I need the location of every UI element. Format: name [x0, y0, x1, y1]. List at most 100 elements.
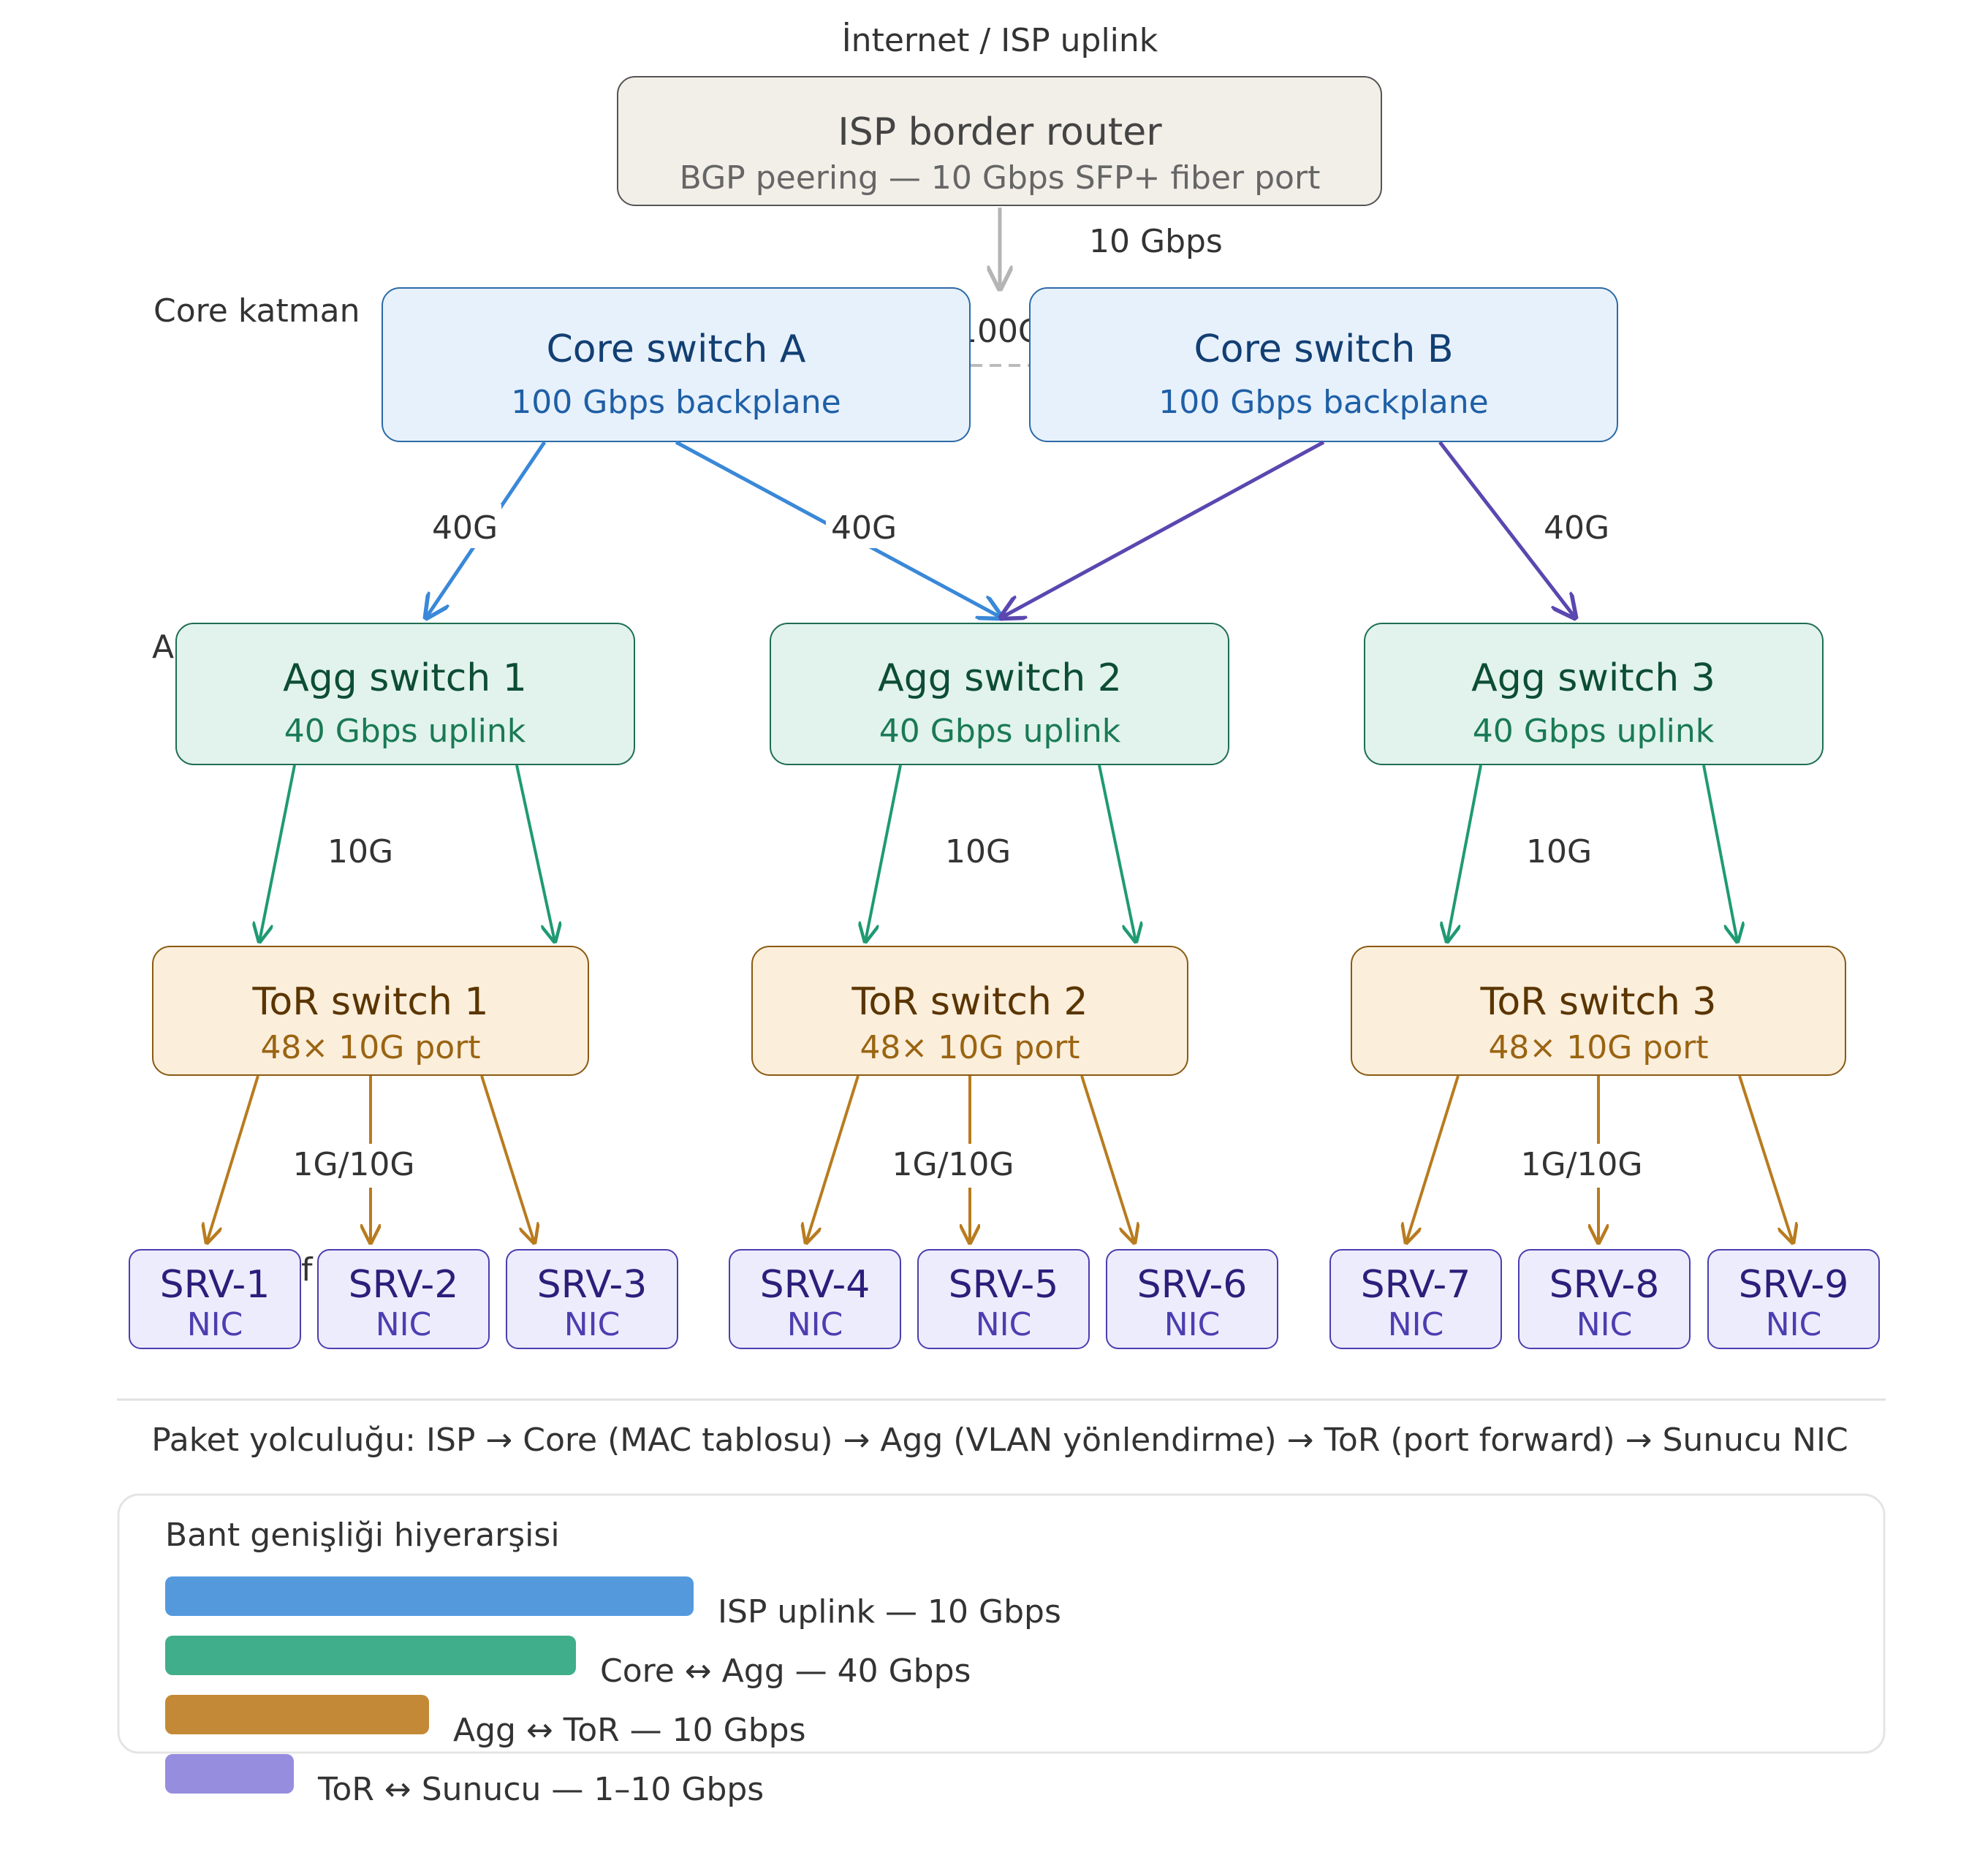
bandwidth-bar-core-agg	[165, 1636, 576, 1675]
tor-3-link-label: 1G/10G	[1521, 1146, 1643, 1183]
server-nic-label: NIC	[1577, 1306, 1633, 1343]
server-card-box	[1106, 1249, 1278, 1349]
server-name: SRV-7	[1361, 1263, 1471, 1307]
core-switch-a-subtitle: 100 Gbps backplane	[511, 384, 841, 421]
server-card-box	[917, 1249, 1090, 1349]
bandwidth-legend-title: Bant genişliği hiyerarşisi	[165, 1517, 560, 1554]
link-tor-3-srv-9	[1738, 1075, 1793, 1242]
server-row: SRV-1NICSRV-2NICSRV-3NICSRV-4NICSRV-5NIC…	[129, 1249, 1880, 1349]
tor-switch-1[interactable]: ToR switch 1 48× 10G port	[152, 946, 589, 1076]
agg-switch-1-subtitle: 40 Gbps uplink	[284, 713, 526, 750]
label-bg	[1517, 1144, 1648, 1188]
isp-title: ISP border router	[838, 110, 1162, 154]
server-nic-label: NIC	[1766, 1306, 1822, 1343]
uplink-label: İnternet / ISP uplink	[842, 21, 1158, 59]
core-tier-label: Core katman	[153, 292, 360, 330]
server-nic-label: NIC	[564, 1306, 621, 1343]
server-nic-label: NIC	[787, 1306, 843, 1343]
label-bg	[289, 1144, 420, 1188]
agg-switch-3-subtitle: 40 Gbps uplink	[1473, 713, 1715, 750]
server-card-box	[317, 1249, 490, 1349]
core-link-label-3: 40G	[1544, 509, 1609, 547]
server-nic-label: NIC	[1388, 1306, 1444, 1343]
core-link-label-1: 40G	[432, 509, 498, 547]
tor-2-link-label: 1G/10G	[892, 1146, 1014, 1183]
isp-subtitle: BGP peering — 10 Gbps SFP+ fiber port	[680, 159, 1321, 197]
packet-path-text: Paket yolculuğu: ISP → Core (MAC tablosu…	[151, 1422, 1848, 1459]
bandwidth-legend: Bant genişliği hiyerarşisi ISP uplink — …	[117, 1493, 1886, 1808]
server-card-box	[1329, 1249, 1502, 1349]
server-card-box	[506, 1249, 678, 1349]
link-agg-1-tor-1-a	[259, 764, 296, 941]
link-tor-2-srv-6	[1080, 1075, 1134, 1242]
tor-switch-2[interactable]: ToR switch 2 48× 10G port	[751, 946, 1188, 1076]
agg-3-link-label: 10G	[1526, 833, 1592, 870]
server-name: SRV-5	[949, 1263, 1059, 1307]
agg-switch-2-title: Agg switch 2	[878, 656, 1122, 700]
bandwidth-label-agg-tor: Agg ↔ ToR — 10 Gbps	[453, 1712, 806, 1749]
bandwidth-label-core-agg: Core ↔ Agg — 40 Gbps	[600, 1652, 971, 1690]
server-card-box	[1707, 1249, 1880, 1349]
link-core-b-agg-3	[1438, 441, 1575, 618]
tor-switch-3-subtitle: 48× 10G port	[1488, 1029, 1708, 1066]
server-name: SRV-8	[1549, 1263, 1660, 1307]
link-agg-2-tor-2-b	[1098, 764, 1136, 941]
isp-border-router[interactable]: ISP border router BGP peering — 10 Gbps …	[617, 76, 1382, 206]
tor-switch-1-subtitle: 48× 10G port	[260, 1029, 480, 1066]
link-tor-1-srv-3	[480, 1075, 534, 1242]
server-name: SRV-2	[349, 1263, 459, 1307]
tor-switch-1-title: ToR switch 1	[251, 980, 488, 1024]
bandwidth-bar-tor-server	[165, 1754, 294, 1794]
tor-switch-3[interactable]: ToR switch 3 48× 10G port	[1351, 946, 1846, 1076]
tor-server-links	[207, 1075, 1793, 1242]
server-nic-label: NIC	[376, 1306, 432, 1343]
server-name: SRV-6	[1137, 1263, 1248, 1307]
core-switch-b-subtitle: 100 Gbps backplane	[1158, 384, 1488, 421]
server-name: SRV-9	[1739, 1263, 1849, 1307]
agg-switch-3-title: Agg switch 3	[1471, 656, 1715, 700]
core-switch-a[interactable]: Core switch A 100 Gbps backplane	[382, 287, 971, 442]
server-name: SRV-1	[160, 1263, 270, 1307]
bandwidth-label-tor-server: ToR ↔ Sunucu — 1–10 Gbps	[317, 1771, 764, 1808]
link-core-b-agg-2	[1001, 440, 1325, 618]
server-nic-label: NIC	[187, 1306, 243, 1343]
agg-switch-1[interactable]: Agg switch 1 40 Gbps uplink	[175, 623, 635, 765]
agg-tor-links	[259, 764, 1737, 941]
agg-switch-2[interactable]: Agg switch 2 40 Gbps uplink	[770, 623, 1229, 765]
core-link-label-2: 40G	[831, 509, 897, 547]
server-name: SRV-3	[537, 1263, 648, 1307]
agg-switch-3[interactable]: Agg switch 3 40 Gbps uplink	[1364, 623, 1824, 765]
agg-switch-1-title: Agg switch 1	[283, 656, 527, 700]
link-agg-3-tor-3-a	[1447, 764, 1482, 941]
agg-1-link-label: 10G	[327, 833, 393, 870]
agg-tier-label: A	[152, 629, 174, 666]
bandwidth-label-isp: ISP uplink — 10 Gbps	[718, 1593, 1061, 1631]
core-switch-b-title: Core switch B	[1194, 327, 1453, 371]
label-bg	[428, 504, 501, 548]
link-agg-2-tor-2-a	[865, 764, 902, 941]
server-card-box	[1518, 1249, 1691, 1349]
isp-link-label: 10 Gbps	[1089, 223, 1223, 260]
core-switch-a-title: Core switch A	[547, 327, 806, 371]
link-tor-1-srv-1	[207, 1075, 259, 1242]
core-interlink-label: 100G	[957, 313, 1043, 350]
server-card-box	[729, 1249, 901, 1349]
core-switch-b[interactable]: Core switch B 100 Gbps backplane	[1029, 287, 1618, 442]
link-agg-3-tor-3-b	[1702, 764, 1737, 941]
tor-switch-2-subtitle: 48× 10G port	[860, 1029, 1080, 1066]
server-nic-label: NIC	[976, 1306, 1032, 1343]
agg-2-link-label: 10G	[945, 833, 1011, 870]
agg-switch-2-subtitle: 40 Gbps uplink	[879, 713, 1121, 750]
link-tor-3-srv-7	[1406, 1075, 1460, 1242]
label-bg	[826, 504, 899, 548]
